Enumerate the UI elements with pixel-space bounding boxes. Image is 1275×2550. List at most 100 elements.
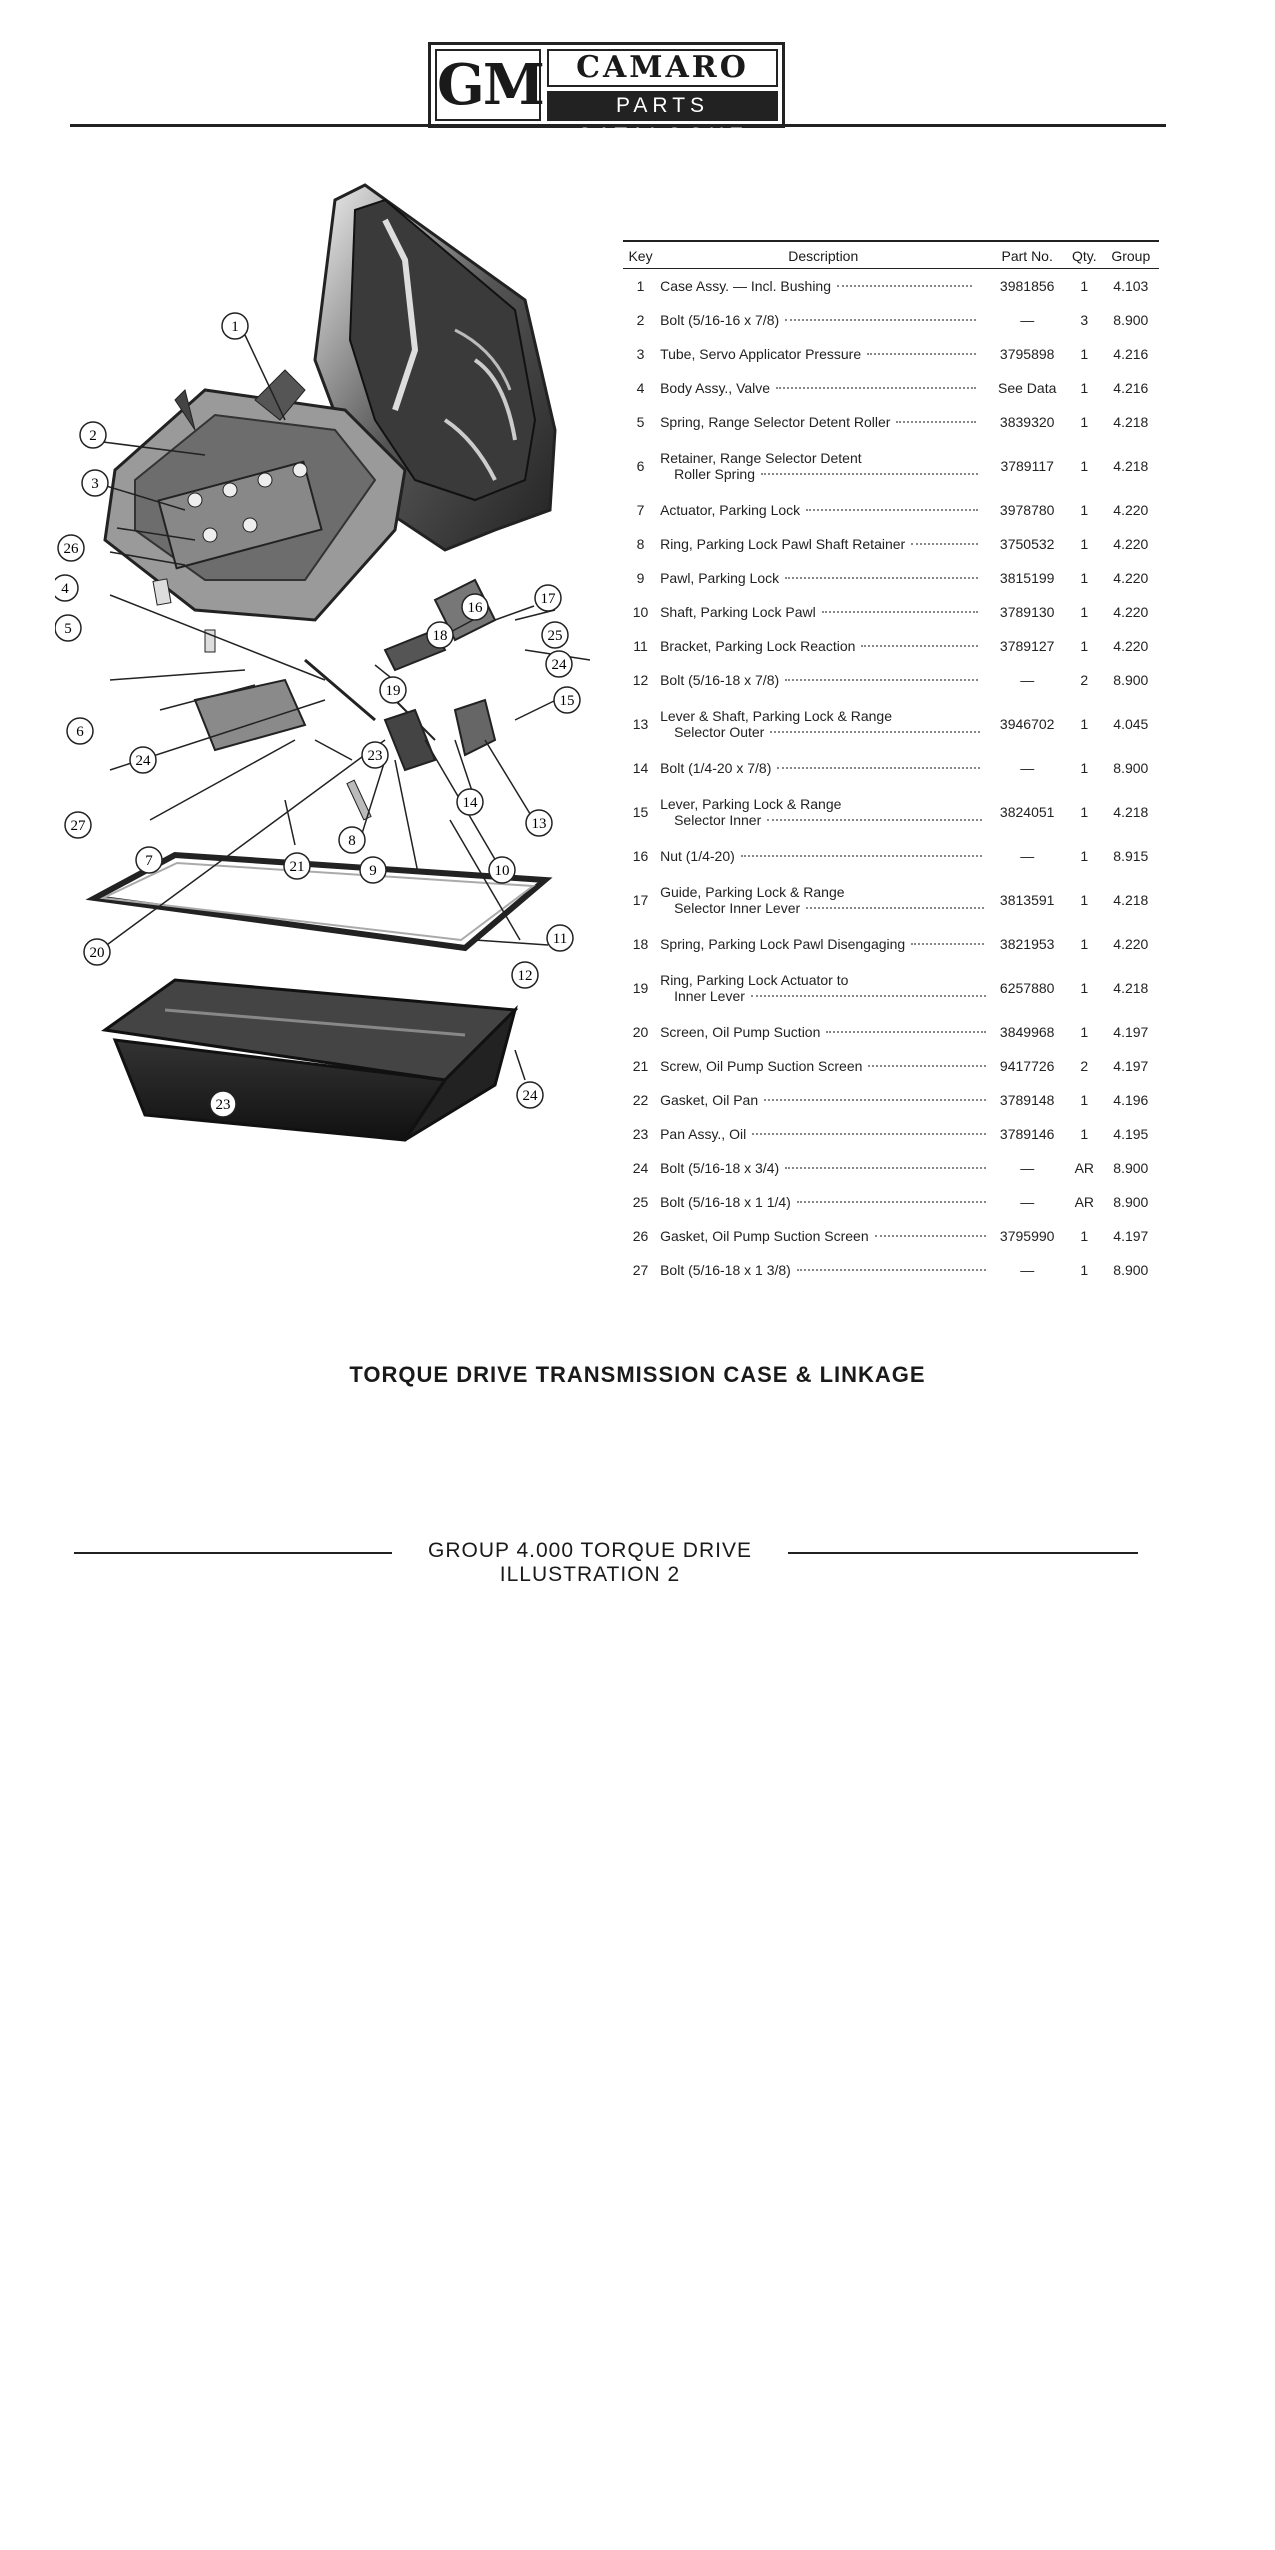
row-qty: 1 xyxy=(1080,638,1089,654)
row-group: 4.196 xyxy=(1113,1092,1149,1108)
svg-text:23: 23 xyxy=(216,1097,231,1113)
description-line: Tube, Servo Applicator Pressure xyxy=(660,346,866,362)
leader-dots xyxy=(806,907,985,909)
leader-dots xyxy=(837,285,973,287)
description-line: Nut (1/4-20) xyxy=(660,848,739,864)
svg-text:24: 24 xyxy=(136,753,152,769)
row-part-no: 6257880 xyxy=(999,980,1055,996)
row-description: Bolt (5/16-18 x 1 3/8) xyxy=(658,1253,988,1287)
row-part-no: 3813591 xyxy=(999,892,1055,908)
row-part-no: — xyxy=(1020,1160,1035,1176)
leader-dots xyxy=(764,1099,987,1101)
row-description: Bolt (1/4-20 x 7/8) xyxy=(658,751,988,785)
row-qty: 1 xyxy=(1080,760,1089,776)
row-qty: AR xyxy=(1074,1194,1095,1210)
svg-text:21: 21 xyxy=(290,859,305,875)
row-part-no: — xyxy=(1020,1194,1035,1210)
callout-14: 14 xyxy=(456,788,484,816)
svg-text:9: 9 xyxy=(369,863,377,879)
callout-20: 20 xyxy=(83,938,111,966)
svg-text:15: 15 xyxy=(560,693,575,709)
leader-dots xyxy=(785,577,979,579)
row-description: Case Assy. — Incl. Bushing xyxy=(658,269,988,304)
row-description: Spring, Range Selector Detent Roller xyxy=(658,405,988,439)
row-key: 21 xyxy=(632,1058,649,1074)
callout-4: 4 xyxy=(55,574,79,602)
row-group: 4.220 xyxy=(1113,570,1149,586)
row-group: 4.218 xyxy=(1113,414,1149,430)
footer-rule-right xyxy=(788,1552,1138,1554)
row-qty: 1 xyxy=(1080,1092,1089,1108)
callout-21: 21 xyxy=(283,852,311,880)
row-group: 8.915 xyxy=(1113,848,1149,864)
row-qty: 1 xyxy=(1080,1228,1089,1244)
row-description: Screen, Oil Pump Suction xyxy=(658,1015,988,1049)
row-key: 9 xyxy=(636,570,645,586)
row-group: 4.218 xyxy=(1113,458,1149,474)
row-description: Actuator, Parking Lock xyxy=(658,493,988,527)
row-qty: 1 xyxy=(1080,1262,1089,1278)
row-qty: 1 xyxy=(1080,380,1089,396)
header-description: Description xyxy=(658,240,989,269)
row-part-no: 3789146 xyxy=(999,1126,1055,1142)
row-part-no: 3821953 xyxy=(999,936,1055,952)
description-line: Pawl, Parking Lock xyxy=(660,570,784,586)
row-group: 4.218 xyxy=(1113,980,1149,996)
row-key: 22 xyxy=(632,1092,649,1108)
row-qty: 1 xyxy=(1080,848,1089,864)
leader-dots xyxy=(826,1031,987,1033)
leader-dots xyxy=(776,387,977,389)
exploded-illustration: 1 2 3 26 4 5 6 24 27 7 21 8 9 10 14 13 1… xyxy=(55,183,591,1142)
callout-6: 6 xyxy=(66,717,94,745)
gm-camaro-logo: GM CAMARO PARTS CATALOGUE xyxy=(428,42,785,147)
row-group: 4.220 xyxy=(1113,502,1149,518)
description-line-2: Selector Inner Lever xyxy=(674,900,805,916)
row-qty: 1 xyxy=(1080,502,1089,518)
row-key: 7 xyxy=(636,502,645,518)
description-line-2: Selector Inner xyxy=(674,812,766,828)
valve-body xyxy=(103,369,407,622)
leader-dots xyxy=(777,767,981,769)
row-description: Bracket, Parking Lock Reaction xyxy=(658,629,988,663)
svg-text:10: 10 xyxy=(495,863,510,879)
leader-dots xyxy=(785,679,979,681)
row-key: 13 xyxy=(632,716,649,732)
row-qty: AR xyxy=(1074,1160,1095,1176)
row-description: Bolt (5/16-18 x 3/4) xyxy=(658,1151,988,1185)
leader-dots xyxy=(911,943,985,945)
description-line: Gasket, Oil Pan xyxy=(660,1092,763,1108)
row-group: 4.220 xyxy=(1113,536,1149,552)
row-part-no: — xyxy=(1020,312,1035,328)
callout-19: 19 xyxy=(379,676,407,704)
row-group: 8.900 xyxy=(1113,1194,1149,1210)
row-qty: 1 xyxy=(1080,1126,1089,1142)
row-group: 8.900 xyxy=(1113,672,1149,688)
catalogue-title: CAMARO xyxy=(547,49,778,87)
description-line: Ring, Parking Lock Actuator to xyxy=(660,972,853,988)
row-description: Spring, Parking Lock Pawl Disengaging xyxy=(658,927,988,961)
row-group: 4.197 xyxy=(1113,1024,1149,1040)
row-key: 25 xyxy=(632,1194,649,1210)
leader-dots xyxy=(785,1167,987,1169)
row-group: 8.900 xyxy=(1113,1160,1149,1176)
svg-text:23: 23 xyxy=(368,748,383,764)
svg-text:11: 11 xyxy=(553,931,567,947)
row-part-no: 3789127 xyxy=(999,638,1055,654)
row-key: 3 xyxy=(636,346,645,362)
description-line: Retainer, Range Selector Detent xyxy=(660,450,866,466)
description-line-2: Selector Outer xyxy=(674,724,769,740)
row-part-no: — xyxy=(1020,1262,1035,1278)
description-line: Spring, Range Selector Detent Roller xyxy=(660,414,895,430)
